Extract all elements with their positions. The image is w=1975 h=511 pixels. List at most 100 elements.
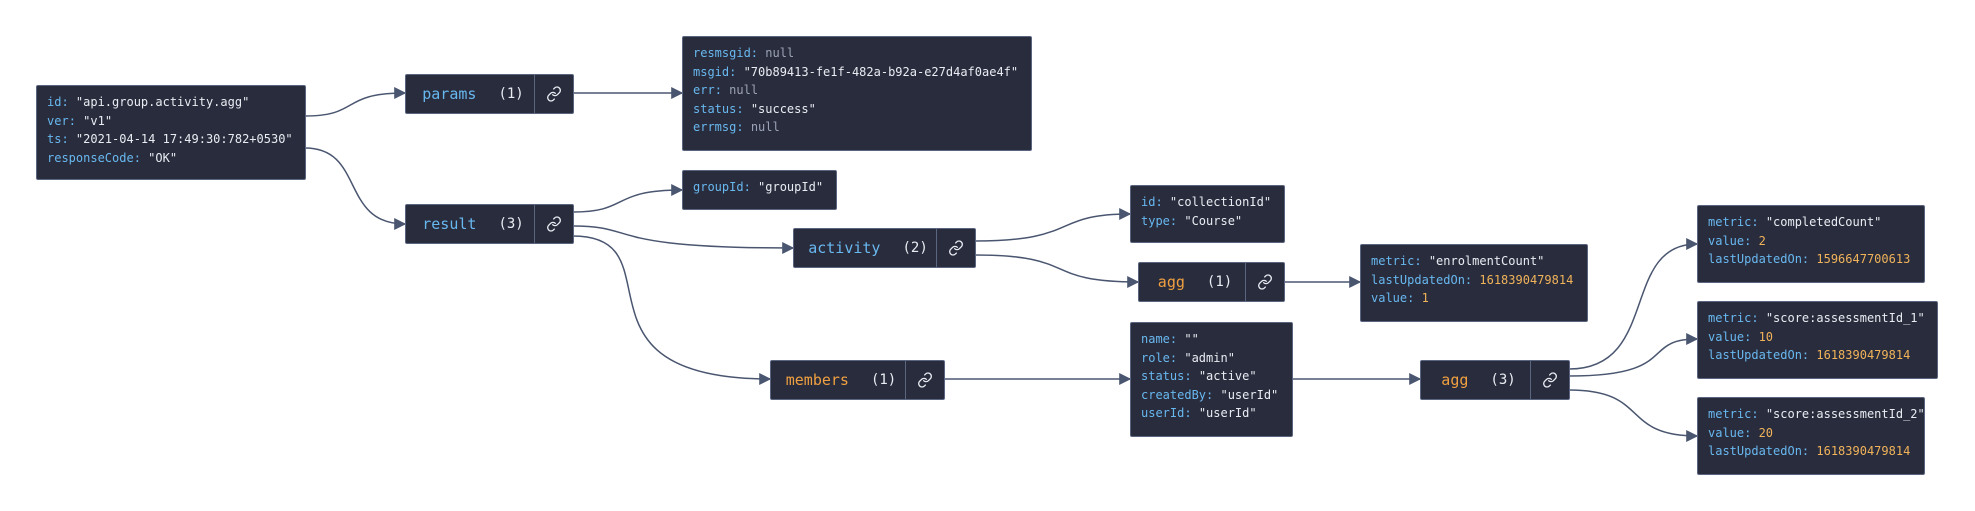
- property-key: name: [1141, 332, 1170, 346]
- agg3-item-0-node[interactable]: metric: "completedCount" value: 2 lastUpda…: [1697, 205, 1925, 283]
- agg-node-3-label: agg: [1441, 371, 1469, 389]
- property-value: "v1": [83, 113, 113, 128]
- property-value: "": [1184, 332, 1199, 346]
- params-node-label: params: [422, 85, 477, 103]
- property-row: createdBy: "userId": [1141, 387, 1279, 402]
- property-key: metric: [1371, 254, 1415, 268]
- result-node-count: (3): [498, 216, 524, 232]
- property-value: null: [729, 83, 759, 97]
- property-key: lastUpdatedOn: [1708, 252, 1802, 266]
- property-key: value: [1371, 291, 1408, 305]
- property-value: 2: [1758, 233, 1766, 248]
- property-value: "active": [1198, 369, 1257, 383]
- edge-activity-activityobj: [974, 208, 1132, 242]
- edge-result-groupobj: [572, 184, 684, 213]
- agg1-object-node[interactable]: metric: "enrolmentCount" lastUpdatedOn: 1…: [1360, 244, 1588, 322]
- property-value: "completedCount": [1765, 215, 1882, 229]
- property-row: value: 1: [1371, 291, 1429, 305]
- property-key: userId: [1141, 406, 1185, 420]
- property-row: lastUpdatedOn: 1618390479814: [1371, 272, 1574, 287]
- agg-node-1-label: agg: [1157, 273, 1185, 291]
- property-key: metric: [1708, 311, 1752, 325]
- property-row: ver: "v1": [47, 113, 113, 128]
- result-node-label: result: [422, 215, 477, 233]
- property-key: errmsg: [693, 120, 737, 134]
- property-value: "OK": [148, 150, 178, 165]
- activity-object-node[interactable]: id: "collectionId"type: "Course": [1130, 185, 1285, 243]
- property-row: err: null: [693, 83, 759, 97]
- property-key: id: [47, 95, 62, 109]
- property-key: ver: [47, 113, 69, 128]
- property-key: id: [1141, 195, 1156, 209]
- edge-activity-agg1: [974, 254, 1140, 288]
- edge-root-result: [304, 147, 407, 230]
- property-row: lastUpdatedOn: 1618390479814: [1708, 444, 1911, 458]
- params-node-count: (1): [498, 86, 524, 102]
- property-key: groupId: [693, 180, 744, 194]
- property-row: metric: "score:assessmentId_1": [1708, 311, 1925, 325]
- property-value: "api.group.activity.agg": [75, 95, 250, 109]
- property-key: value: [1708, 425, 1745, 440]
- edge-agg3-agg31: [1568, 333, 1699, 377]
- property-row: metric: "completedCount": [1708, 215, 1882, 229]
- property-value: 20: [1758, 425, 1774, 440]
- property-value: "Course": [1184, 213, 1243, 228]
- property-value: 1618390479814: [1479, 272, 1574, 287]
- property-row: errmsg: null: [693, 120, 780, 134]
- link-icon[interactable]: [534, 205, 573, 243]
- property-key: resmsgid: [693, 46, 751, 60]
- property-key: metric: [1708, 407, 1752, 421]
- property-key: lastUpdatedOn: [1371, 272, 1465, 287]
- property-row: value: 2: [1708, 233, 1766, 248]
- property-row: metric: "enrolmentCount": [1371, 254, 1545, 268]
- property-row: status: "active": [1141, 369, 1257, 383]
- property-key: type: [1141, 213, 1170, 228]
- root-object-node[interactable]: id: "api.group.activity.agg"ver: "v1"ts:…: [36, 85, 306, 180]
- params-node[interactable]: params (1): [405, 74, 574, 114]
- property-row: type: "Course": [1141, 213, 1243, 228]
- property-value: 1596647700613: [1816, 252, 1911, 266]
- property-key: err: [693, 83, 715, 97]
- property-key: lastUpdatedOn: [1708, 348, 1802, 362]
- link-icon[interactable]: [905, 361, 944, 399]
- property-row: value: 20: [1708, 425, 1774, 440]
- property-value: 1: [1421, 291, 1429, 305]
- property-row: groupId: "groupId": [693, 180, 824, 194]
- params-object-node[interactable]: resmsgid: null msgid: "70b89413-fe1f-482a…: [682, 36, 1032, 151]
- property-key: lastUpdatedOn: [1708, 444, 1802, 458]
- property-value: "70b89413-fe1f-482a-b92a-e27d4af0ae4f": [743, 64, 1019, 79]
- property-value: "2021-04-14 17:49:30:782+0530": [75, 132, 293, 146]
- activity-node[interactable]: activity (2): [793, 228, 976, 268]
- property-row: status: "success": [693, 101, 816, 116]
- result-node[interactable]: result (3): [405, 204, 574, 244]
- members-node[interactable]: members (1): [770, 360, 945, 400]
- property-value: "score:assessmentId_1": [1765, 311, 1925, 325]
- agg-node-3[interactable]: agg (3): [1420, 360, 1570, 400]
- property-row: resmsgid: null: [693, 46, 795, 60]
- member-object-node[interactable]: name: ""role: "admin"status: "active"cre…: [1130, 322, 1293, 437]
- property-value: "userId": [1220, 387, 1279, 402]
- link-icon[interactable]: [534, 75, 573, 113]
- link-icon[interactable]: [1530, 361, 1569, 399]
- agg-node-1-count: (1): [1206, 274, 1233, 290]
- link-icon[interactable]: [1245, 263, 1284, 301]
- property-value: "success": [750, 101, 816, 116]
- property-row: id: "api.group.activity.agg": [47, 95, 250, 109]
- agg-node-1[interactable]: agg (1): [1138, 262, 1285, 302]
- property-value: null: [750, 120, 780, 134]
- link-icon[interactable]: [936, 229, 975, 267]
- property-value: "score:assessmentId_2": [1765, 407, 1925, 421]
- activity-node-count: (2): [902, 240, 928, 256]
- edge-root-params: [304, 87, 407, 117]
- property-value: 1618390479814: [1816, 348, 1911, 362]
- property-value: "groupId": [758, 180, 824, 194]
- property-row: userId: "userId": [1141, 406, 1257, 420]
- property-key: status: [1141, 369, 1185, 383]
- property-key: value: [1708, 233, 1745, 248]
- property-key: createdBy: [1141, 387, 1207, 402]
- property-row: msgid: "70b89413-fe1f-482a-b92a-e27d4af0…: [693, 64, 1019, 79]
- group-object-node[interactable]: groupId: "groupId": [682, 170, 837, 210]
- property-key: responseCode: [47, 150, 134, 165]
